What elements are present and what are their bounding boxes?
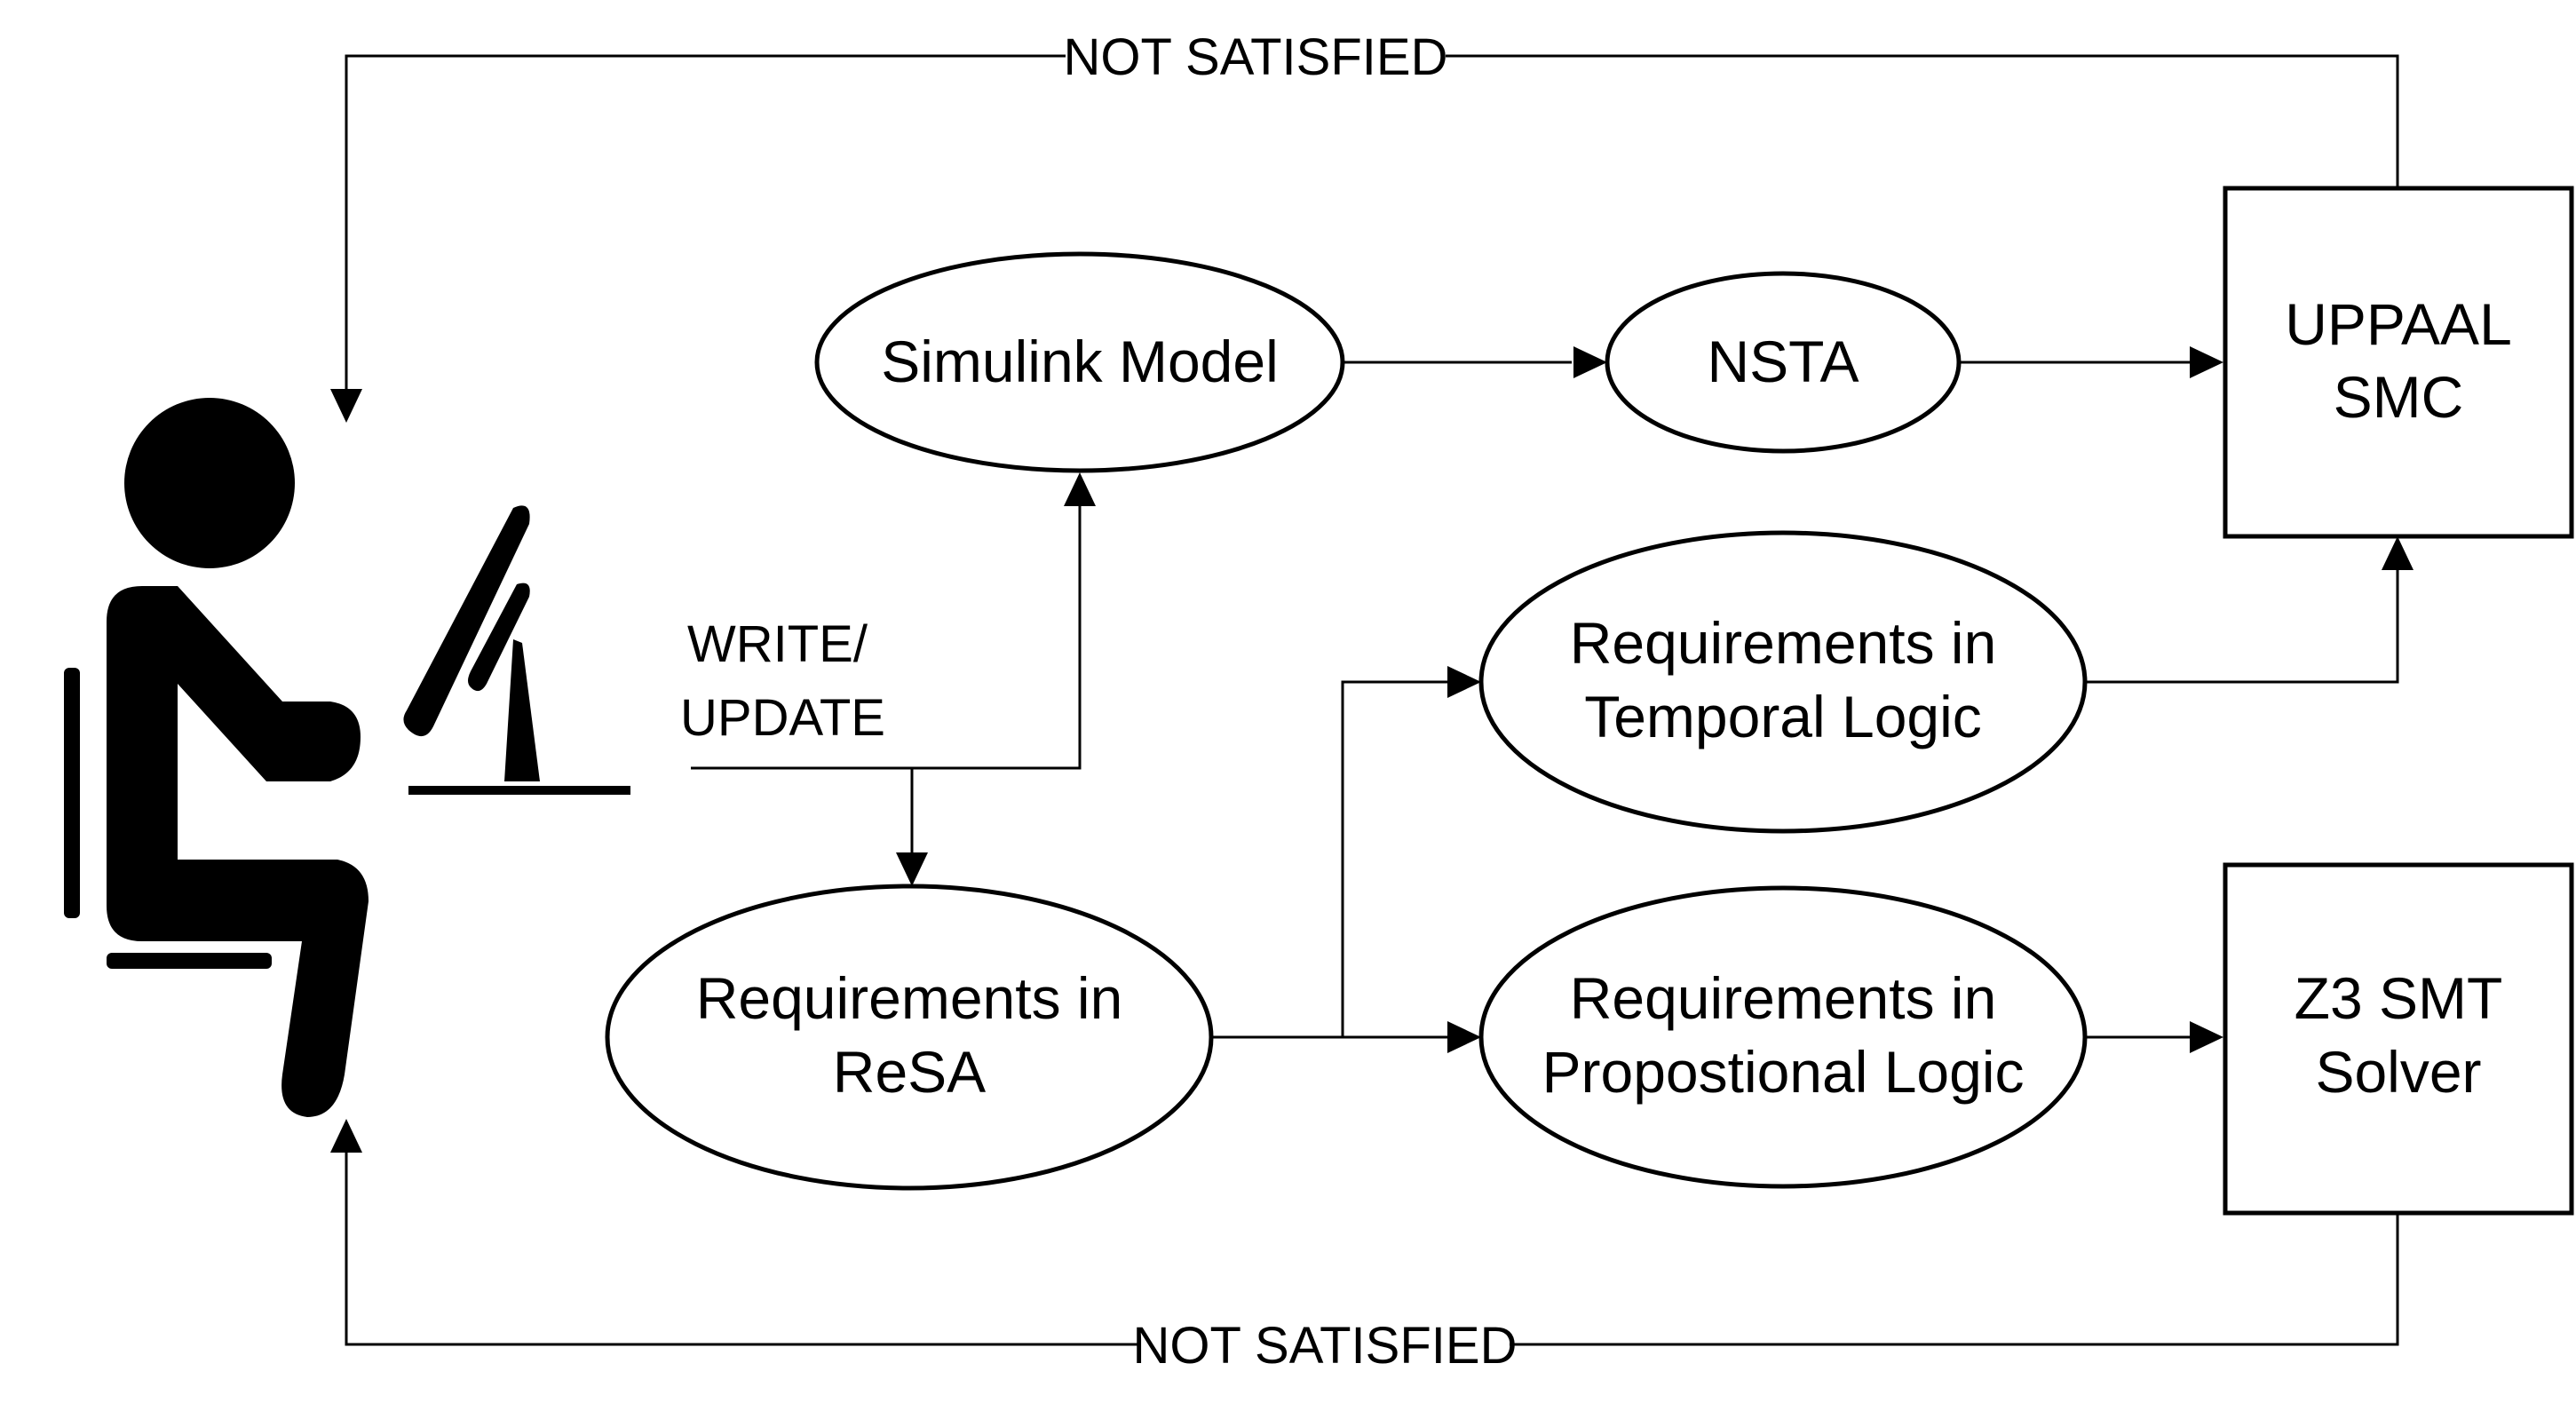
uppaal-label-line1: UPPAAL xyxy=(2285,291,2512,357)
nsta-node: NSTA xyxy=(1605,271,1962,454)
simulink-model-node: Simulink Model xyxy=(814,251,1345,473)
propositional-label-line1: Requirements in xyxy=(1570,965,1997,1031)
feedback-bottom-edge xyxy=(345,1151,2399,1346)
write-update-label-line2: UPDATE xyxy=(680,689,885,747)
z3-smt-solver-node: Z3 SMT Solver xyxy=(2223,862,2574,1216)
chair-seat-icon xyxy=(107,953,272,969)
monitor-screen-icon xyxy=(403,505,530,737)
propositional-logic-node: Requirements in Propostional Logic xyxy=(1478,885,2088,1189)
chair-back-icon xyxy=(64,668,80,918)
to-simulink-arrowhead xyxy=(1064,472,1096,506)
to-temporal-arrowhead xyxy=(1447,666,1481,698)
propositional-label-line2: Propostional Logic xyxy=(1542,1039,2024,1105)
person-at-computer-icon xyxy=(64,398,630,1117)
monitor-stand-icon xyxy=(504,639,540,781)
feedback-bottom-arrowhead xyxy=(330,1119,362,1153)
simulink-model-label: Simulink Model xyxy=(881,329,1279,394)
monitor-screen-edge-icon xyxy=(468,583,530,692)
feedback-top-edge xyxy=(345,54,2399,391)
z3-label-line2: Solver xyxy=(2315,1039,2481,1105)
temporal-to-uppaal-arrowhead xyxy=(2382,536,2414,570)
resa-split-edge xyxy=(1211,680,1447,1039)
temporal-label-line1: Requirements in xyxy=(1570,610,1997,676)
resa-label-line1: Requirements in xyxy=(696,965,1123,1031)
simulink-to-nsta-arrowhead xyxy=(1573,346,1607,378)
to-propositional-arrowhead xyxy=(1447,1021,1481,1053)
person-head-icon xyxy=(124,398,295,568)
z3-label-line1: Z3 SMT xyxy=(2295,965,2503,1031)
uppaal-label-line2: SMC xyxy=(2334,364,2464,430)
write-update-edge xyxy=(691,506,1082,770)
temporal-to-uppaal-edge xyxy=(2085,570,2399,684)
not-satisfied-top-label: NOT SATISFIED xyxy=(1064,28,1448,86)
feedback-top-arrowhead xyxy=(330,389,362,423)
temporal-label-line2: Temporal Logic xyxy=(1584,684,1982,749)
desk-icon xyxy=(408,786,630,795)
person-body-icon xyxy=(107,586,369,1117)
propositional-to-z3-arrowhead xyxy=(2190,1021,2223,1053)
to-resa-arrowhead xyxy=(896,852,928,886)
not-satisfied-bottom-label: NOT SATISFIED xyxy=(1133,1317,1518,1375)
temporal-logic-node: Requirements in Temporal Logic xyxy=(1478,530,2088,834)
resa-node: Requirements in ReSA xyxy=(605,884,1214,1191)
uppaal-smc-node: UPPAAL SMC xyxy=(2223,186,2574,539)
resa-label-line2: ReSA xyxy=(833,1039,986,1105)
nsta-to-uppaal-arrowhead xyxy=(2190,346,2223,378)
nsta-label: NSTA xyxy=(1707,329,1859,394)
write-update-label-line1: WRITE/ xyxy=(687,615,868,673)
